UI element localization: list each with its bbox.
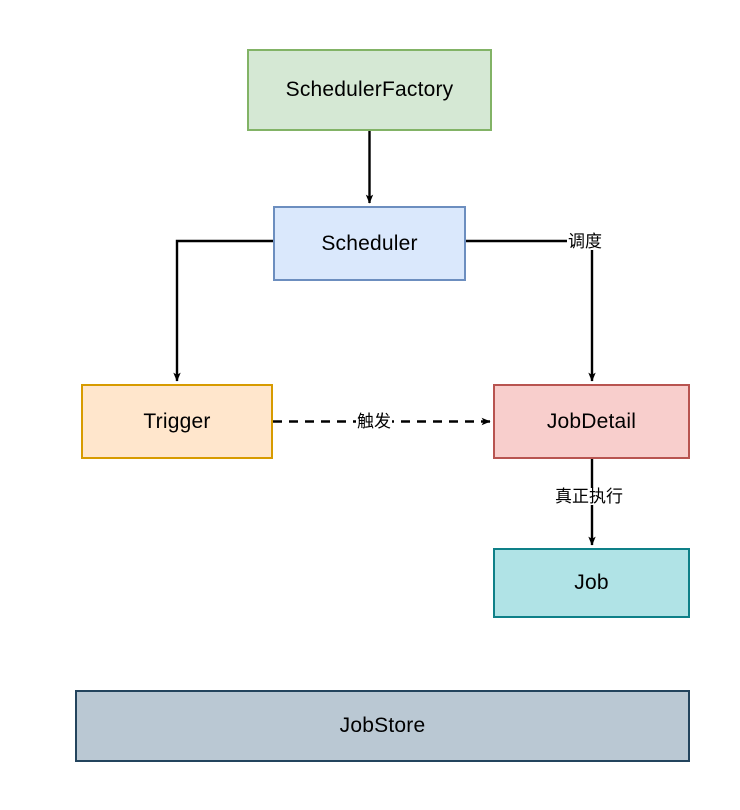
- node-label-trigger: Trigger: [143, 409, 211, 433]
- node-scheduler[interactable]: Scheduler: [273, 206, 466, 281]
- edge-scheduler-to-trigger: [173, 239, 273, 382]
- node-job[interactable]: Job: [493, 548, 690, 618]
- edge-scheduler-to-jobdetail: [466, 239, 596, 382]
- node-job-detail[interactable]: JobDetail: [493, 384, 690, 459]
- node-trigger[interactable]: Trigger: [81, 384, 273, 459]
- node-label-job-store: JobStore: [339, 714, 426, 738]
- node-label-job: Job: [574, 571, 609, 595]
- node-scheduler-factory[interactable]: SchedulerFactory: [247, 49, 492, 131]
- node-label-scheduler: Scheduler: [321, 231, 418, 255]
- edge-label-trigger-fire: 触发: [356, 412, 392, 431]
- node-label-scheduler-factory: SchedulerFactory: [285, 78, 454, 102]
- node-label-job-detail: JobDetail: [546, 409, 637, 433]
- node-job-store[interactable]: JobStore: [75, 690, 690, 762]
- edge-label-really-execute: 真正执行: [554, 487, 624, 506]
- edge-label-schedule: 调度: [567, 232, 603, 251]
